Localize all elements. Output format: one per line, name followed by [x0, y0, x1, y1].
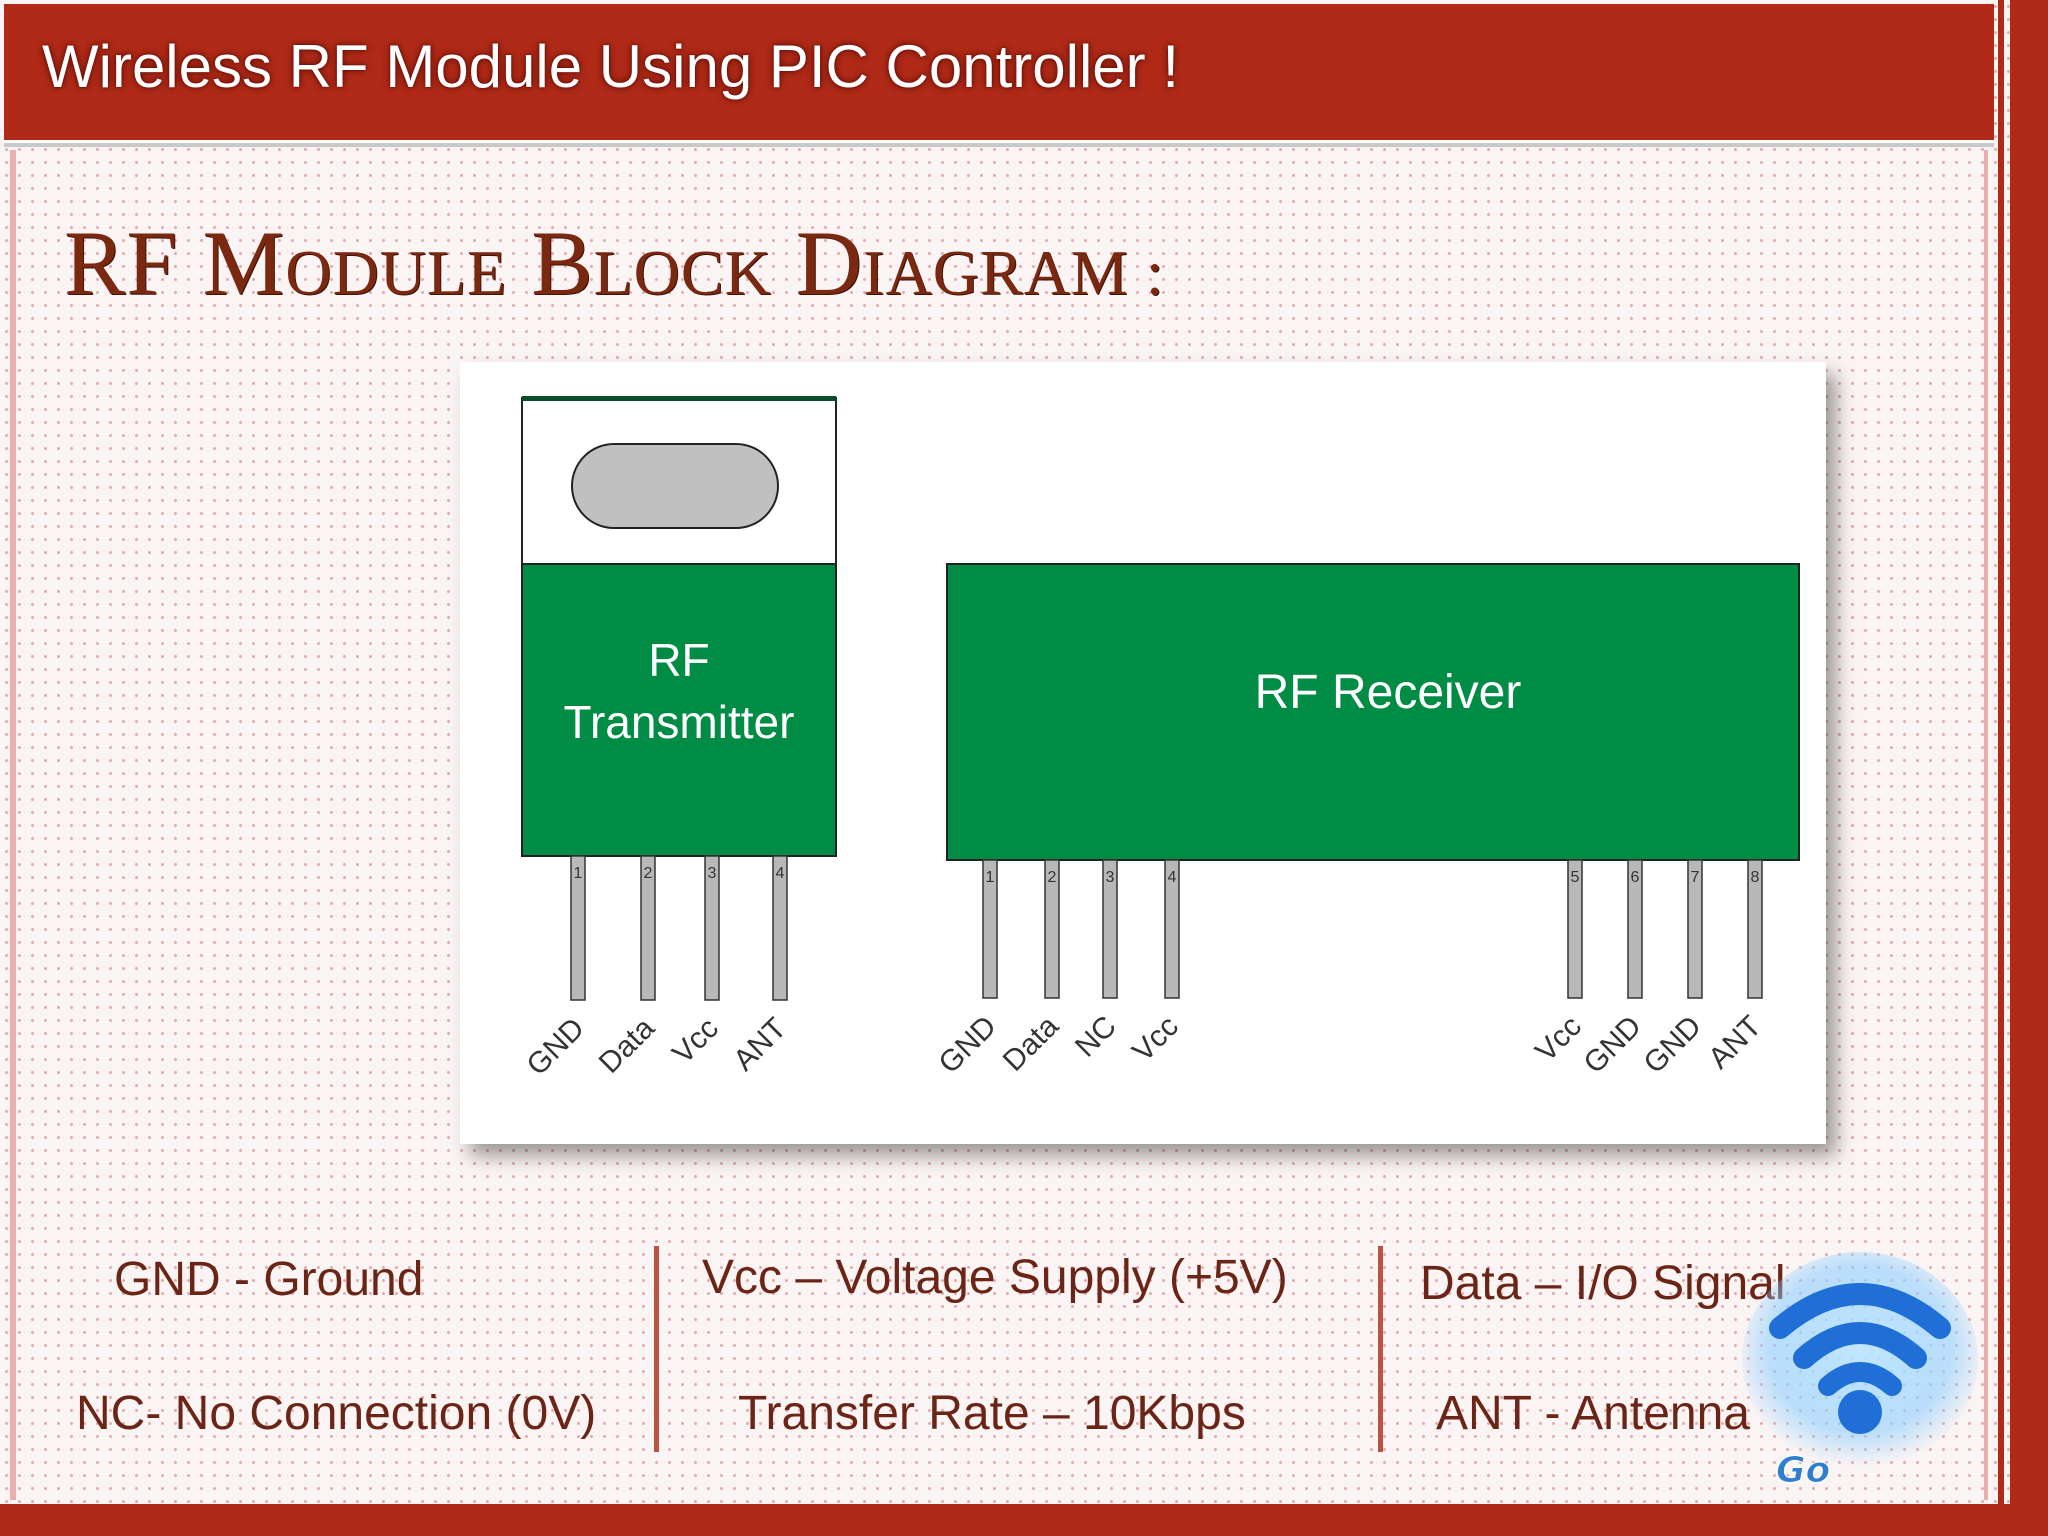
- receiver-pin-number: 8: [1751, 869, 1760, 886]
- heading-part: B: [507, 212, 594, 314]
- receiver-pin-label: GND: [932, 1010, 1002, 1080]
- receiver-pin-label: NC: [1069, 1010, 1123, 1064]
- heading-part: IAGRAM: [863, 237, 1129, 308]
- heading-part: LOCK: [593, 237, 772, 308]
- receiver-pin-1: [982, 859, 998, 999]
- legend-transfer-rate: Transfer Rate – 10Kbps: [738, 1387, 1246, 1440]
- transmitter-label-line2: Transmitter: [564, 696, 795, 748]
- transmitter-label-line1: RF: [648, 634, 709, 686]
- transmitter-pin-number: 4: [776, 865, 785, 882]
- heading-part: :: [1128, 237, 1165, 308]
- receiver-pin-number: 4: [1168, 869, 1177, 886]
- wifi-logo: Go: [1740, 1250, 1980, 1492]
- receiver-pin-5: [1567, 859, 1583, 999]
- transmitter-pin-3: [704, 855, 720, 1001]
- title-bar: Wireless RF Module Using PIC Controller …: [4, 4, 1994, 143]
- right-accent-rule: [1998, 0, 2004, 1536]
- logo-text: Go: [1776, 1450, 1830, 1490]
- heading-part: F: [126, 212, 179, 314]
- transmitter-pin-4: [772, 855, 788, 1001]
- receiver-pin-8: [1747, 859, 1763, 999]
- receiver-pin-3: [1102, 859, 1118, 999]
- legend-gnd: GND - Ground: [114, 1253, 424, 1306]
- receiver-pin-label: Data: [997, 1009, 1065, 1077]
- section-heading: RF MODULE BLOCK DIAGRAM :: [64, 210, 1165, 316]
- legend-vcc: Vcc – Voltage Supply (+5V): [702, 1251, 1288, 1304]
- transmitter-pin-2: [640, 855, 656, 1001]
- transmitter-top-edge: [522, 396, 836, 401]
- receiver-pin-2: [1044, 859, 1060, 999]
- wifi-icon: Go: [1742, 1252, 1978, 1492]
- receiver-pin-label: GND: [1637, 1010, 1707, 1080]
- receiver-pin-4: [1164, 859, 1180, 999]
- legend-divider: [1378, 1246, 1383, 1452]
- heading-part: R: [64, 212, 127, 314]
- receiver-pin-label: Vcc: [1126, 1010, 1185, 1069]
- heading-part: D: [771, 212, 864, 314]
- crystal-oscillator: [571, 443, 779, 529]
- heading-part: M: [178, 212, 286, 314]
- right-border-rule: [1984, 150, 1988, 1500]
- transmitter-pin-number: 1: [574, 865, 583, 882]
- transmitter-pin-label: GND: [520, 1012, 590, 1082]
- transmitter-body: [521, 563, 837, 857]
- rf-receiver: RF Receiver 1GND2Data3NC4Vcc5Vcc6GND7GND…: [932, 563, 1800, 1080]
- left-border-rule: [10, 150, 16, 1500]
- legend-data: Data – I/O Signal: [1420, 1257, 1786, 1310]
- receiver-pin-7: [1687, 859, 1703, 999]
- receiver-pin-number: 1: [986, 869, 995, 886]
- receiver-pin-6: [1627, 859, 1643, 999]
- receiver-body: [946, 563, 1800, 861]
- heading-part: ODULE: [285, 237, 508, 308]
- receiver-pin-number: 6: [1631, 869, 1640, 886]
- transmitter-pin-number: 3: [708, 865, 717, 882]
- legend-nc: NC- No Connection (0V): [76, 1387, 597, 1440]
- receiver-pin-label: ANT: [1702, 1010, 1768, 1076]
- transmitter-pin-1: [570, 855, 586, 1001]
- receiver-pin-number: 7: [1691, 869, 1700, 886]
- legend-ant: ANT - Antenna: [1436, 1387, 1750, 1440]
- transmitter-pin-number: 2: [644, 865, 653, 882]
- receiver-pin-number: 2: [1048, 869, 1057, 886]
- transmitter-pin-label: ANT: [727, 1012, 793, 1078]
- receiver-pin-label: GND: [1577, 1010, 1647, 1080]
- receiver-label: RF Receiver: [1255, 666, 1522, 719]
- transmitter-pin-label: Vcc: [666, 1012, 725, 1071]
- receiver-pin-number: 5: [1571, 869, 1580, 886]
- legend-divider: [654, 1246, 659, 1452]
- right-accent-bar: [2010, 0, 2048, 1536]
- bottom-accent-bar: [0, 1504, 2048, 1536]
- slide-title: Wireless RF Module Using PIC Controller …: [42, 33, 1179, 100]
- receiver-pin-number: 3: [1106, 869, 1115, 886]
- transmitter-pin-label: Data: [593, 1011, 661, 1079]
